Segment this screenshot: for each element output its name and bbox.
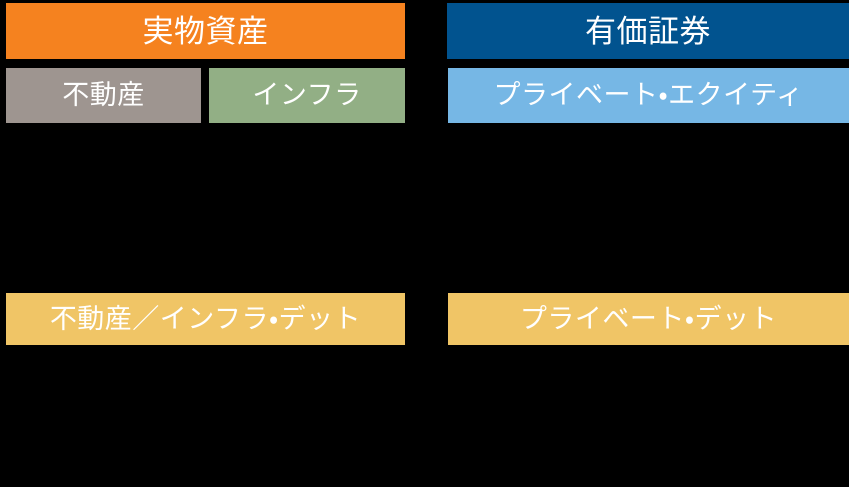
private-debt-label: プライベート・デット	[519, 303, 778, 334]
securities-header-band: 有価証券	[447, 3, 849, 59]
private-debt-box: プライベート・デット	[448, 293, 849, 345]
real-estate-infra-debt-label: 不動産／インフラ・デット	[49, 303, 362, 334]
private-equity-category-box: プライベート・エクイティ	[448, 68, 849, 123]
infrastructure-category-label: インフラ	[252, 80, 362, 110]
real-estate-infra-debt-box: 不動産／インフラ・デット	[6, 293, 405, 345]
infrastructure-category-box: インフラ	[209, 68, 405, 123]
private-equity-category-label: プライベート・エクイティ	[493, 80, 804, 110]
real-assets-header-band: 実物資産	[6, 3, 405, 59]
real-assets-header-label: 実物資産	[142, 13, 269, 49]
securities-header-label: 有価証券	[585, 13, 711, 49]
real-estate-category-box: 不動産	[6, 68, 201, 123]
real-estate-category-label: 不動産	[62, 80, 145, 110]
